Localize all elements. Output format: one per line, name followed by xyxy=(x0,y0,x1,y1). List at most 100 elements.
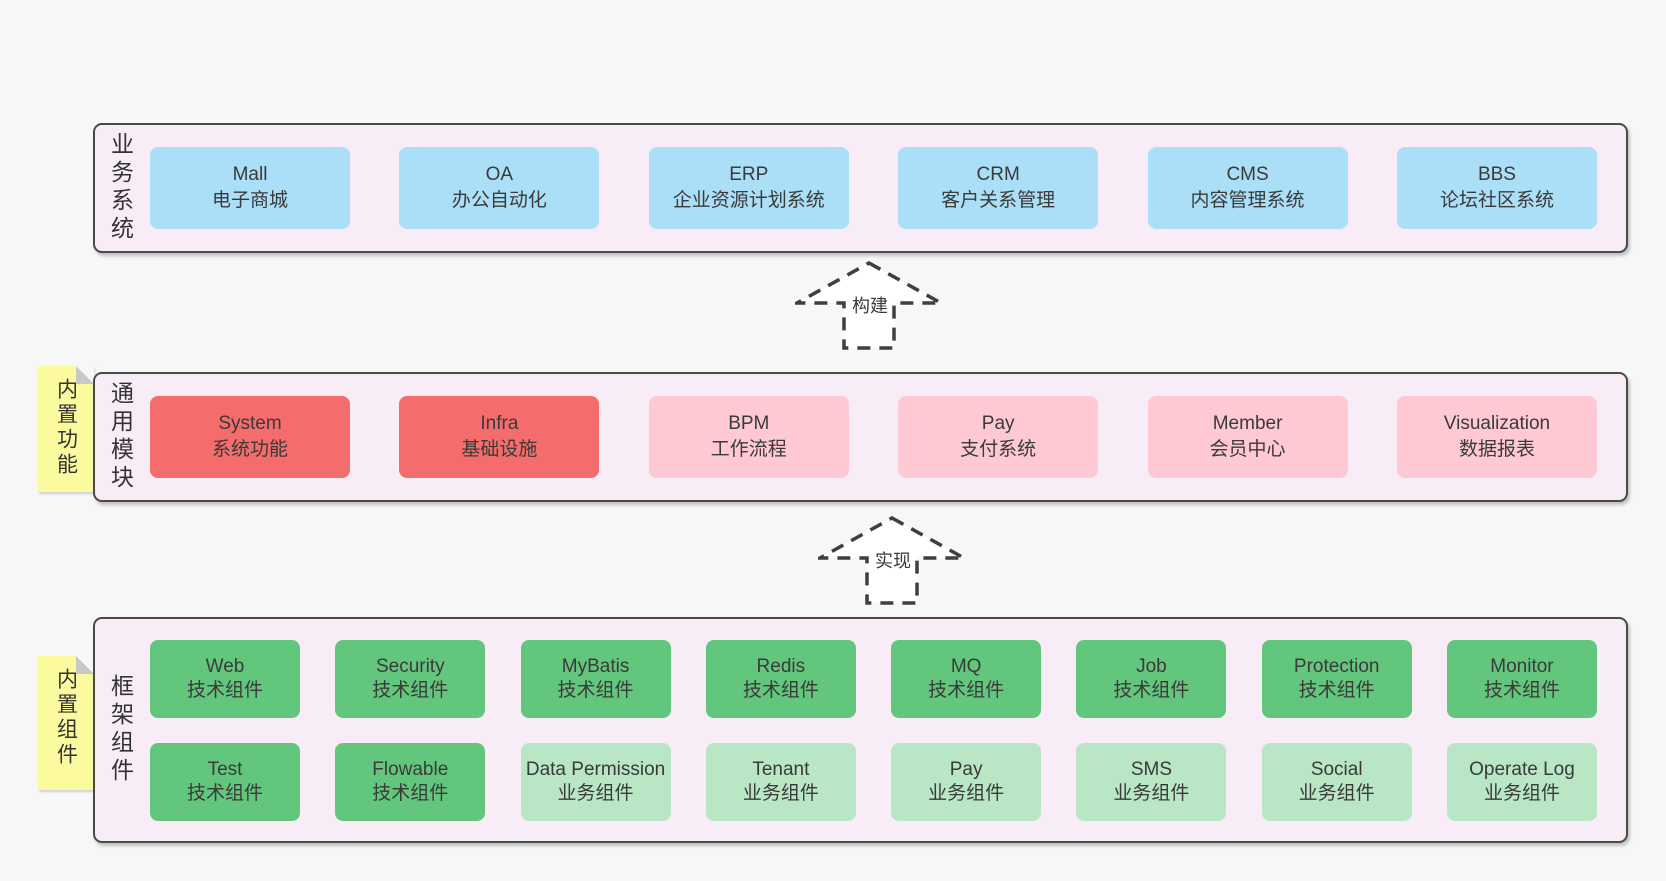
box-title: Infra xyxy=(480,413,519,434)
box-subtitle: 技术组件 xyxy=(928,679,1005,701)
box-title: MyBatis xyxy=(561,655,630,677)
box-erp: ERP 企业资源计划系统 xyxy=(648,147,849,229)
box-title: Monitor xyxy=(1490,655,1554,677)
band-framework-components: 框架组件 Web 技术组件 Security 技术组件 MyBatis 技术组件… xyxy=(93,617,1628,843)
box-web: Web 技术组件 xyxy=(150,639,300,718)
box-bpm: BPM 工作流程 xyxy=(648,396,849,478)
box-subtitle: 客户关系管理 xyxy=(941,190,1056,211)
box-job: Job 技术组件 xyxy=(1076,639,1227,718)
box-subtitle: 技术组件 xyxy=(1113,679,1190,701)
box-tenant: Tenant 业务组件 xyxy=(705,742,856,821)
box-infra: Infra 基础设施 xyxy=(399,396,600,478)
band-common-modules: 通用模块 System 系统功能 Infra 基础设施 BPM 工作流程 Pay… xyxy=(93,372,1628,502)
box-visualization: Visualization 数据报表 xyxy=(1396,396,1597,478)
box-title: Flowable xyxy=(372,758,449,780)
box-data-permission: Data Permission 业务组件 xyxy=(520,742,671,821)
box-subtitle: 支付系统 xyxy=(960,439,1037,460)
box-subtitle: 技术组件 xyxy=(557,679,634,701)
sticky-note-text: 内置组件 xyxy=(54,668,78,768)
box-title: ERP xyxy=(729,164,769,185)
band-content: Mall 电子商城 OA 办公自动化 ERP 企业资源计划系统 CRM 客户关系… xyxy=(145,147,1626,229)
box-subtitle: 业务组件 xyxy=(928,782,1005,804)
box-pay-component: Pay 业务组件 xyxy=(891,742,1042,821)
box-subtitle: 技术组件 xyxy=(742,679,819,701)
box-subtitle: 内容管理系统 xyxy=(1190,190,1305,211)
sticky-note-text: 内置功能 xyxy=(54,378,78,478)
box-title: OA xyxy=(485,164,514,185)
box-subtitle: 业务组件 xyxy=(1298,782,1375,804)
arrow-implement: 实现 xyxy=(818,515,968,607)
box-title: CRM xyxy=(976,164,1020,185)
box-oa: OA 办公自动化 xyxy=(399,147,600,229)
box-operate-log: Operate Log 业务组件 xyxy=(1446,742,1597,821)
box-subtitle: 会员中心 xyxy=(1209,439,1286,460)
box-subtitle: 技术组件 xyxy=(186,782,263,804)
box-title: CMS xyxy=(1226,164,1269,185)
box-subtitle: 系统功能 xyxy=(211,439,288,460)
band-label-business-systems: 业务系统 xyxy=(107,132,134,244)
arrow-implement-label: 实现 xyxy=(872,546,914,574)
box-mq: MQ 技术组件 xyxy=(891,639,1042,718)
component-row-2: Test 技术组件 Flowable 技术组件 Data Permission … xyxy=(150,742,1597,821)
box-title: MQ xyxy=(950,655,982,677)
box-subtitle: 业务组件 xyxy=(742,782,819,804)
box-crm: CRM 客户关系管理 xyxy=(898,147,1099,229)
box-title: Web xyxy=(205,655,245,677)
box-subtitle: 企业资源计划系统 xyxy=(672,190,825,211)
box-cms: CMS 内容管理系统 xyxy=(1147,147,1348,229)
box-subtitle: 技术组件 xyxy=(186,679,263,701)
box-subtitle: 业务组件 xyxy=(1113,782,1190,804)
box-subtitle: 技术组件 xyxy=(372,782,449,804)
box-title: Pay xyxy=(981,413,1015,434)
box-title: Redis xyxy=(756,655,806,677)
box-title: Tenant xyxy=(752,758,810,780)
box-social: Social 业务组件 xyxy=(1261,742,1412,821)
box-subtitle: 数据报表 xyxy=(1458,439,1535,460)
box-sms: SMS 业务组件 xyxy=(1076,742,1227,821)
box-title: Test xyxy=(207,758,243,780)
box-title: BPM xyxy=(728,413,770,434)
band-label-framework-components: 框架组件 xyxy=(107,674,134,786)
box-subtitle: 电子商城 xyxy=(211,190,288,211)
component-row-1: Web 技术组件 Security 技术组件 MyBatis 技术组件 Redi… xyxy=(150,639,1597,718)
box-security: Security 技术组件 xyxy=(335,639,486,718)
box-test: Test 技术组件 xyxy=(150,742,300,821)
box-mall: Mall 电子商城 xyxy=(150,147,350,229)
band-content: System 系统功能 Infra 基础设施 BPM 工作流程 Pay 支付系统… xyxy=(145,396,1626,478)
box-title: Mall xyxy=(232,164,268,185)
band-business-systems: 业务系统 Mall 电子商城 OA 办公自动化 ERP 企业资源计划系统 CRM… xyxy=(93,123,1628,253)
box-flowable: Flowable 技术组件 xyxy=(335,742,486,821)
band-content: Web 技术组件 Security 技术组件 MyBatis 技术组件 Redi… xyxy=(145,639,1626,821)
sticky-note-builtin-components: 内置组件 xyxy=(38,656,94,790)
box-subtitle: 工作流程 xyxy=(710,439,787,460)
box-subtitle: 基础设施 xyxy=(461,439,538,460)
box-bbs: BBS 论坛社区系统 xyxy=(1396,147,1597,229)
box-title: Visualization xyxy=(1443,413,1551,434)
box-title: BBS xyxy=(1477,164,1516,185)
box-title: Protection xyxy=(1293,655,1380,677)
box-protection: Protection 技术组件 xyxy=(1261,639,1412,718)
box-monitor: Monitor 技术组件 xyxy=(1446,639,1597,718)
box-title: Member xyxy=(1212,413,1283,434)
box-title: Social xyxy=(1310,758,1363,780)
sticky-note-builtin-features: 内置功能 xyxy=(38,366,94,492)
box-pay-module: Pay 支付系统 xyxy=(898,396,1099,478)
band-label-common-modules: 通用模块 xyxy=(107,381,134,493)
box-subtitle: 办公自动化 xyxy=(451,190,547,211)
box-subtitle: 业务组件 xyxy=(1483,782,1560,804)
box-subtitle: 论坛社区系统 xyxy=(1439,190,1554,211)
box-subtitle: 业务组件 xyxy=(557,782,634,804)
box-title: Security xyxy=(375,655,445,677)
box-title: Pay xyxy=(949,758,983,780)
box-title: Job xyxy=(1136,655,1167,677)
box-member: Member 会员中心 xyxy=(1147,396,1348,478)
box-system: System 系统功能 xyxy=(150,396,350,478)
box-subtitle: 技术组件 xyxy=(1298,679,1375,701)
arrow-build: 构建 xyxy=(795,260,945,352)
box-title: System xyxy=(218,413,282,434)
box-title: Data Permission xyxy=(525,758,666,780)
box-subtitle: 技术组件 xyxy=(1483,679,1560,701)
box-mybatis: MyBatis 技术组件 xyxy=(520,639,671,718)
box-redis: Redis 技术组件 xyxy=(705,639,856,718)
